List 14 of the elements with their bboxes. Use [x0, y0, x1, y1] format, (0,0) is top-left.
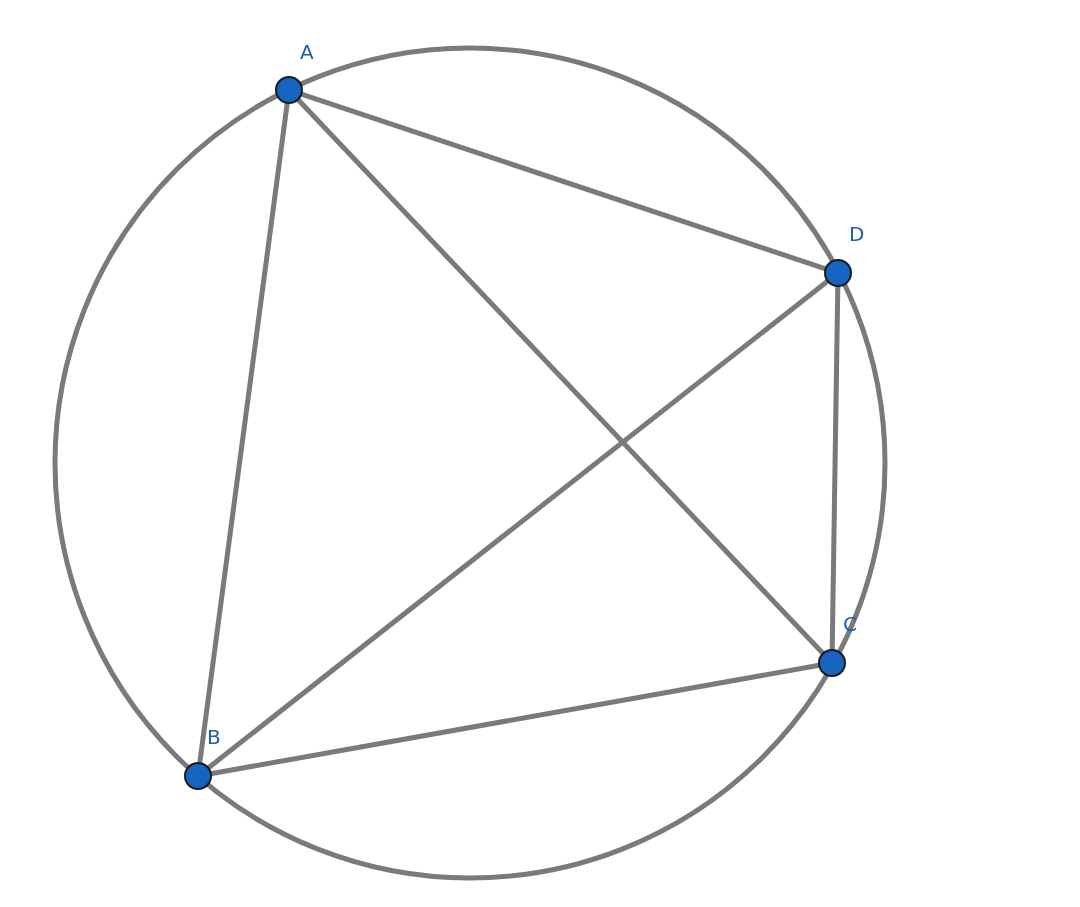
point-marker [818, 649, 846, 677]
point-label: C [843, 614, 857, 634]
point-marker [824, 259, 852, 287]
line-segment [210, 662, 820, 777]
point-label: B [207, 727, 221, 747]
line-segment [206, 279, 830, 770]
line-segment [829, 285, 841, 651]
point-label: D [849, 224, 865, 244]
line-segment [197, 102, 290, 764]
point-marker [184, 762, 212, 790]
line-segment [296, 97, 825, 656]
point-marker [275, 76, 303, 104]
line-segment [300, 91, 827, 272]
point-label: A [300, 42, 314, 62]
